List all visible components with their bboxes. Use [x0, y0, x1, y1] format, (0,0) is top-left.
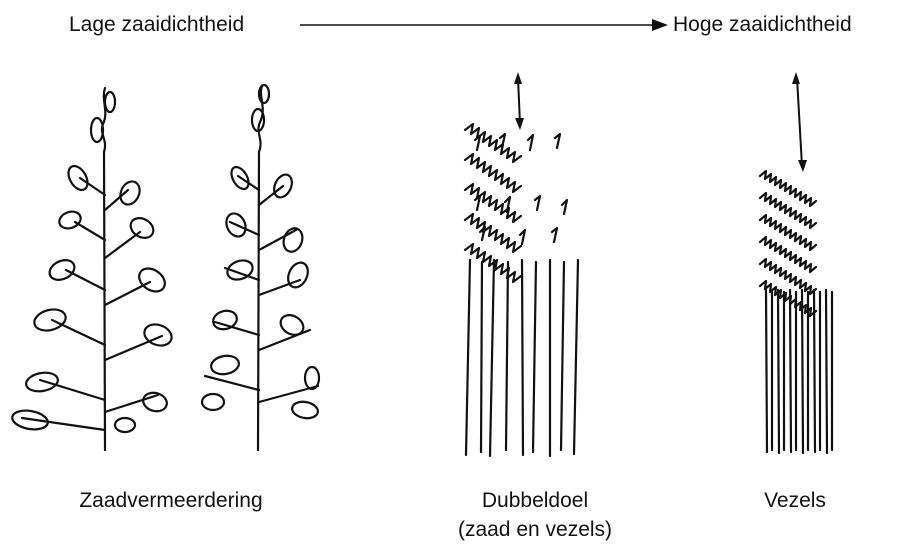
dual-purpose-caption-line1: Dubbeldoel — [415, 486, 655, 515]
seed-multiplication-caption: Zaadvermeerdering — [46, 486, 296, 515]
dual-purpose-caption-line2: (zaad en vezels) — [415, 515, 655, 544]
seed-plant-2 — [202, 85, 319, 450]
fiber-caption: Vezels — [725, 486, 865, 515]
dual-purpose-caption: Dubbeldoel (zaad en vezels) — [415, 486, 655, 544]
dual-purpose-crop — [465, 72, 578, 456]
seed-plant-1 — [11, 88, 175, 450]
fiber-crop — [760, 72, 832, 453]
